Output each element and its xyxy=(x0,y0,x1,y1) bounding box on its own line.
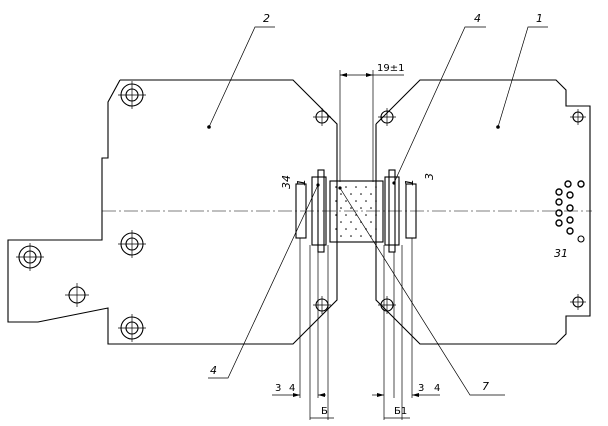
right-plate xyxy=(375,79,591,345)
bottom-right-dim-b: 4 xyxy=(434,383,440,394)
marker-b-label: Б xyxy=(321,406,328,417)
sample-texture xyxy=(335,186,377,237)
bottom-left-dim-a: 3 xyxy=(275,383,281,394)
bottom-left-dim-b: 4 xyxy=(289,383,295,394)
callout-part-4-top: 4 xyxy=(474,12,481,25)
callout-part-7: 7 xyxy=(482,380,489,393)
bottom-right-dim-a: 3 xyxy=(418,383,424,394)
label-1-left: 1 xyxy=(295,179,308,186)
bottom-right-dimension: 3 4 xyxy=(372,383,440,397)
callout-part-1: 1 xyxy=(536,12,543,25)
mounting-hole xyxy=(118,314,146,342)
connector-pin-array xyxy=(555,180,585,243)
mounting-hole xyxy=(378,108,396,126)
gap-dimension: 19±1 xyxy=(339,63,404,182)
sample-block xyxy=(329,180,384,243)
marker-b1: Б1 xyxy=(384,406,410,419)
mounting-hole xyxy=(570,294,586,310)
mounting-hole xyxy=(570,109,586,125)
callout-part-4-bottom: 4 xyxy=(210,364,217,377)
connector-label: 31 xyxy=(554,247,568,260)
mounting-hole xyxy=(16,243,44,271)
mounting-hole xyxy=(378,296,396,314)
callout-part-2: 2 xyxy=(263,12,270,25)
mounting-hole xyxy=(313,108,331,126)
central-assembly xyxy=(295,169,417,253)
gap-dimension-value: 19±1 xyxy=(377,63,404,74)
mounting-hole xyxy=(118,230,146,258)
marker-b1-label: Б1 xyxy=(394,406,407,417)
label-34: 34 xyxy=(280,175,293,189)
label-3: 3 xyxy=(423,173,436,180)
bottom-extension-lines xyxy=(299,238,413,420)
bottom-left-dimension: 3 4 xyxy=(272,383,326,397)
mounting-hole xyxy=(65,283,89,307)
marker-b: Б xyxy=(310,406,334,419)
mounting-hole xyxy=(118,81,146,109)
label-1-right: 1 xyxy=(403,179,416,186)
left-plate xyxy=(7,79,338,345)
